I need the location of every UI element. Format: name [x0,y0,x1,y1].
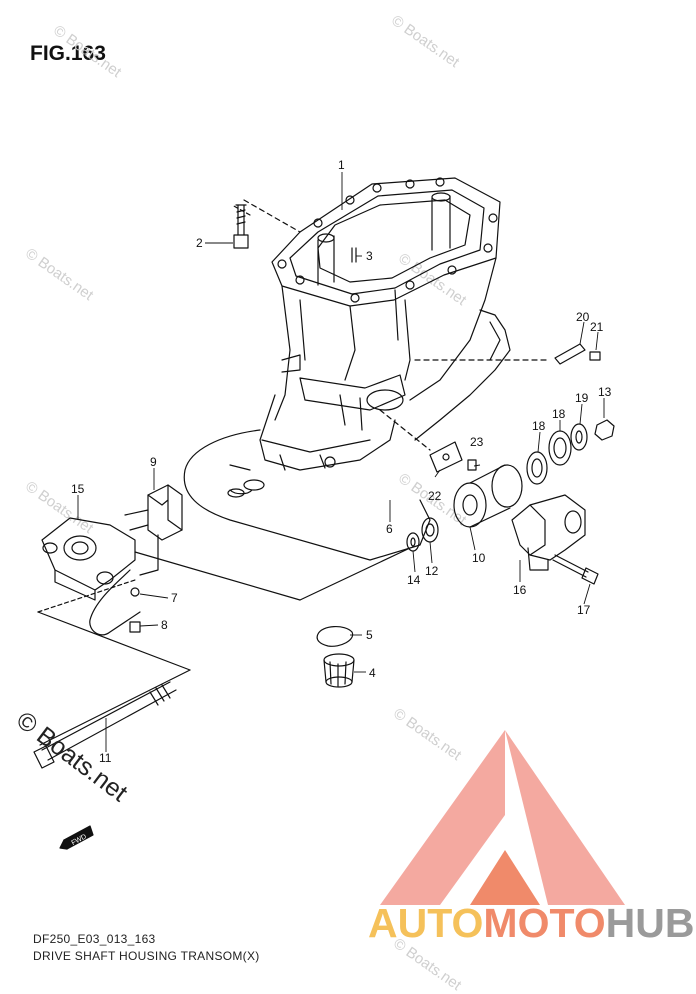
screw-part-8 [129,621,141,633]
plate-part-22 [429,441,463,473]
callout-2: 2 [196,236,203,250]
callout-23: 23 [470,435,484,449]
callout-21: 21 [590,320,604,334]
nut-part-13 [594,419,615,441]
washer-part-18 [526,451,548,485]
bolt-part-2 [233,204,249,249]
callout-20: 20 [576,310,590,324]
callout-5: 5 [366,628,373,642]
brand-part-auto: AUTO [368,900,484,946]
callout-10: 10 [472,551,486,565]
figure-code: DF250_E03_013_163 [33,932,156,946]
figure-caption: DRIVE SHAFT HOUSING TRANSOM(X) [33,949,260,963]
callout-3: 3 [366,249,373,263]
callout-16: 16 [513,583,527,597]
callout-12: 12 [425,564,439,578]
callout-7: 7 [171,591,178,605]
callout-18a: 18 [532,419,546,433]
bolt-part-17 [552,554,599,585]
callout-9: 9 [150,455,157,469]
brand-wordmark: AUTOMOTOHUB [368,900,695,947]
bushing-part-10 [453,464,523,528]
fwd-direction-icon [59,825,94,850]
dowel-pin [351,247,357,263]
callout-15: 15 [71,482,85,496]
brand-part-moto: MOTO [483,900,606,946]
washer-part-19 [570,423,588,451]
callout-17: 17 [577,603,591,617]
mount-part-15 [41,517,136,601]
callout-19: 19 [575,391,589,405]
bracket-part-16 [511,494,586,571]
brand-triangle-logo [380,730,625,905]
callout-1: 1 [338,158,345,172]
screw-part-23 [467,459,477,471]
sleeve-part-4 [323,653,355,688]
wire-part-7 [89,569,141,636]
block-part-9 [124,484,183,576]
washer-part-18b [548,430,572,466]
stud-part-11 [33,681,177,769]
clip-part-5 [316,626,354,647]
callout-8: 8 [161,618,168,632]
callout-4: 4 [369,666,376,680]
clip-part-20 [554,343,586,365]
screw-part-21 [589,351,601,361]
figure-title: FIG.163 [30,42,106,65]
callout-18b: 18 [552,407,566,421]
callout-13: 13 [598,385,612,399]
callout-11: 11 [99,751,112,765]
callout-14: 14 [407,573,421,587]
callout-6: 6 [386,522,393,536]
callout-22: 22 [428,489,442,503]
drive-shaft-housing [183,177,511,561]
brand-part-hub: HUB [605,900,695,946]
